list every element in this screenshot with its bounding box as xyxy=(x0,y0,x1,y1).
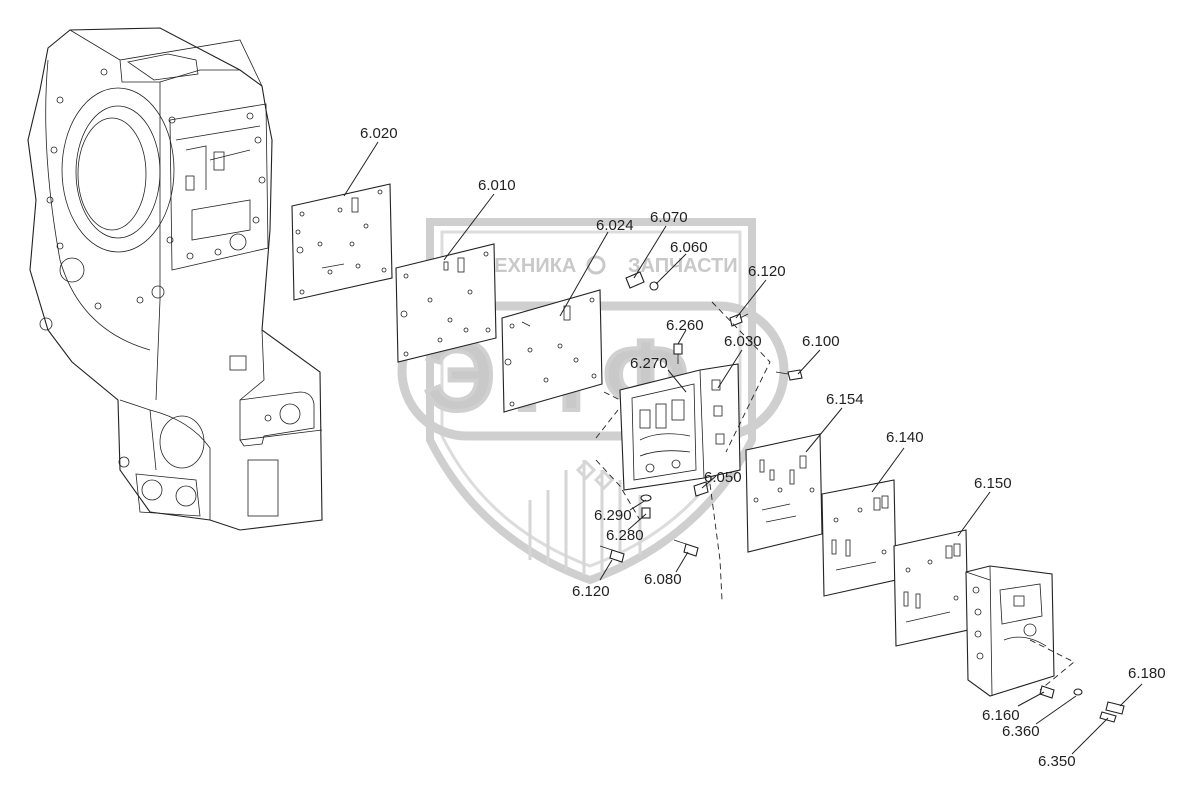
callout-6120-bottom: 6.120 xyxy=(572,583,610,600)
bolt-6350 xyxy=(1099,711,1117,723)
plate-6150 xyxy=(893,529,969,647)
plate-6140 xyxy=(821,479,897,597)
plate-6154 xyxy=(745,433,823,553)
callout-6080: 6.080 xyxy=(644,571,682,588)
callout-6160: 6.160 xyxy=(982,707,1020,724)
bolt-6120-bottom xyxy=(599,545,625,563)
bolt-6080 xyxy=(673,539,699,557)
callout-6070: 6.070 xyxy=(650,209,688,226)
callout-6120-top: 6.120 xyxy=(748,263,786,280)
callout-6350: 6.350 xyxy=(1038,753,1076,770)
callout-6260: 6.260 xyxy=(666,317,704,334)
callout-6010: 6.010 xyxy=(478,177,516,194)
callout-6030: 6.030 xyxy=(724,333,762,350)
callout-6360: 6.360 xyxy=(1002,723,1040,740)
washer-6360 xyxy=(1073,688,1083,696)
callout-6100: 6.100 xyxy=(802,333,840,350)
watermark-right-text: ЗАПЧАСТИ xyxy=(628,255,738,277)
end-cover xyxy=(965,565,1075,697)
callout-6140: 6.140 xyxy=(886,429,924,446)
plug-6070 xyxy=(625,271,645,289)
bolt-6120-top xyxy=(729,313,749,327)
bolt-6160 xyxy=(1039,685,1055,699)
callout-6060: 6.060 xyxy=(670,239,708,256)
callout-6150: 6.150 xyxy=(974,475,1012,492)
callout-6290: 6.290 xyxy=(594,507,632,524)
watermark-left-text: ТЕХНИКА xyxy=(482,255,576,277)
callout-6270: 6.270 xyxy=(630,355,668,372)
bolt-6100 xyxy=(775,369,803,381)
transmission-housing xyxy=(27,27,323,531)
callout-6180: 6.180 xyxy=(1128,665,1166,682)
leader-lines xyxy=(343,141,1143,755)
callout-6024: 6.024 xyxy=(596,217,634,234)
callout-6050: 6.050 xyxy=(704,469,742,486)
callout-6020: 6.020 xyxy=(360,125,398,142)
callout-6280: 6.280 xyxy=(606,527,644,544)
plate-6024 xyxy=(501,289,603,413)
callout-labels: 6.020 6.010 6.024 6.070 6.060 6.120 6.26… xyxy=(360,125,1166,770)
gear-icon xyxy=(586,255,606,275)
screw-6280 xyxy=(641,507,651,519)
wheat-icon xyxy=(528,459,642,575)
plate-6010 xyxy=(395,243,497,363)
washer-6290 xyxy=(640,494,652,502)
callout-6154: 6.154 xyxy=(826,391,864,408)
plate-6020 xyxy=(291,183,393,301)
bolt-6180 xyxy=(1105,701,1125,715)
valve-body-6030 xyxy=(595,301,771,601)
